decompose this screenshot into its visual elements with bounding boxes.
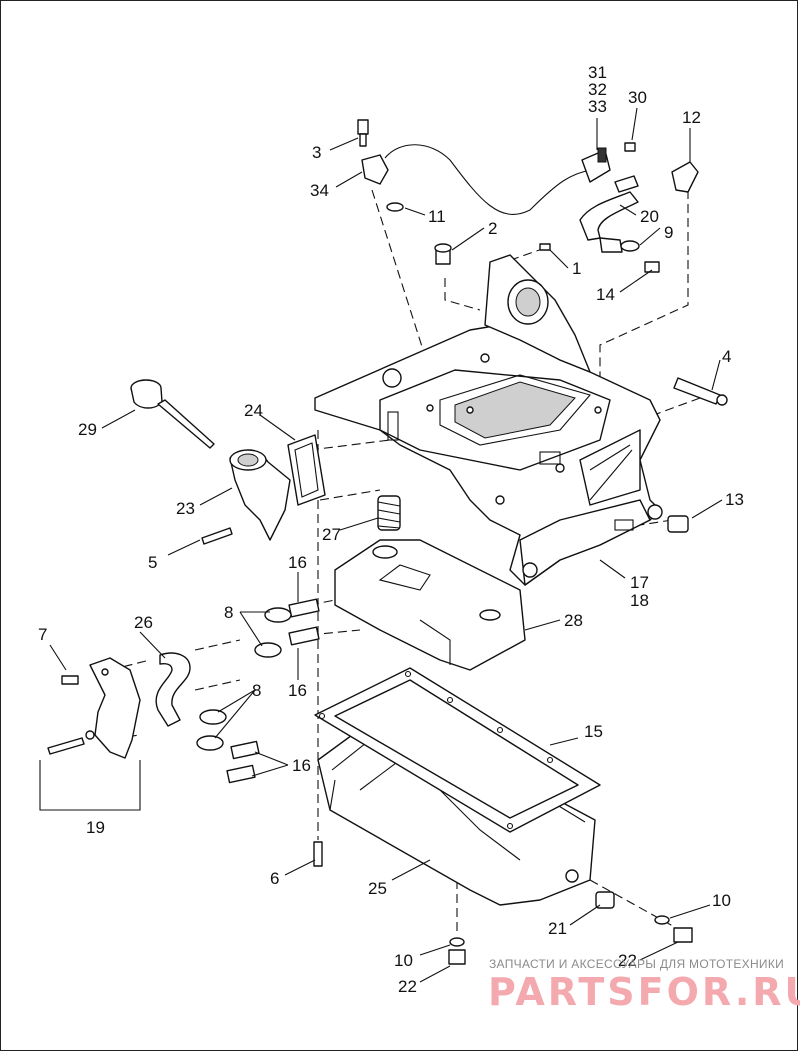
filler-gasket: [287, 434, 326, 506]
callout-16-middle: 16: [288, 681, 307, 700]
callout-22-right: 22: [618, 951, 637, 970]
leader-lines: [49, 107, 723, 983]
callout-8-upper: 8: [224, 603, 233, 622]
callout-24: 24: [244, 401, 263, 420]
callout-5: 5: [148, 553, 157, 572]
callout-16-upper: 16: [288, 553, 307, 572]
callout-23: 23: [176, 499, 195, 518]
dipstick: [130, 379, 215, 449]
callout-9: 9: [664, 223, 673, 242]
callout-32: 32: [588, 80, 607, 99]
callout-25: 25: [368, 879, 387, 898]
callout-6: 6: [270, 869, 279, 888]
callout-10-right: 10: [712, 891, 731, 910]
callout-14: 14: [596, 285, 615, 304]
callout-11: 11: [428, 207, 446, 226]
callout-34: 34: [310, 181, 329, 200]
callout-30: 30: [628, 88, 647, 107]
callout-8-lower: 8: [252, 681, 261, 700]
callout-12: 12: [682, 108, 701, 127]
callout-15: 15: [584, 722, 603, 741]
callout-1: 1: [572, 259, 581, 278]
callout-28: 28: [564, 611, 583, 630]
callout-16-lower: 16: [292, 756, 311, 775]
callout-19: 19: [86, 818, 105, 837]
callout-33: 33: [588, 97, 607, 116]
left-hose-parts: [39, 598, 320, 811]
callout-31: 31: [588, 63, 607, 82]
watermark-tagline: ЗАПЧАСТИ И АКСЕССУАРЫ ДЛЯ МОТОТЕХНИКИ: [489, 957, 785, 971]
drain-parts: [313, 841, 693, 965]
callout-2: 2: [488, 219, 497, 238]
callout-17: 17: [630, 573, 649, 592]
callout-7: 7: [38, 625, 47, 644]
callout-20: 20: [640, 207, 659, 226]
pan-gasket: [314, 667, 601, 833]
callout-3: 3: [312, 143, 321, 162]
callout-27: 27: [322, 525, 341, 544]
spring: [377, 495, 401, 531]
top-small-parts: [201, 119, 728, 545]
watermark-logo: PARTSFOR.RU: [488, 970, 800, 1014]
callout-4: 4: [722, 347, 731, 366]
callout-18: 18: [630, 591, 649, 610]
side-cover: [334, 539, 526, 671]
callout-29: 29: [78, 420, 97, 439]
callout-13: 13: [725, 490, 744, 509]
callout-22-left: 22: [398, 977, 417, 996]
filler-tube: [229, 449, 291, 541]
callout-labels: 31 32 33 30 12 3 34 11 2 1 20 9 14 4 29 …: [38, 63, 744, 996]
callout-10-left: 10: [394, 951, 413, 970]
callout-21: 21: [548, 919, 567, 938]
transmission-housing: [314, 254, 663, 586]
callout-26: 26: [134, 613, 153, 632]
